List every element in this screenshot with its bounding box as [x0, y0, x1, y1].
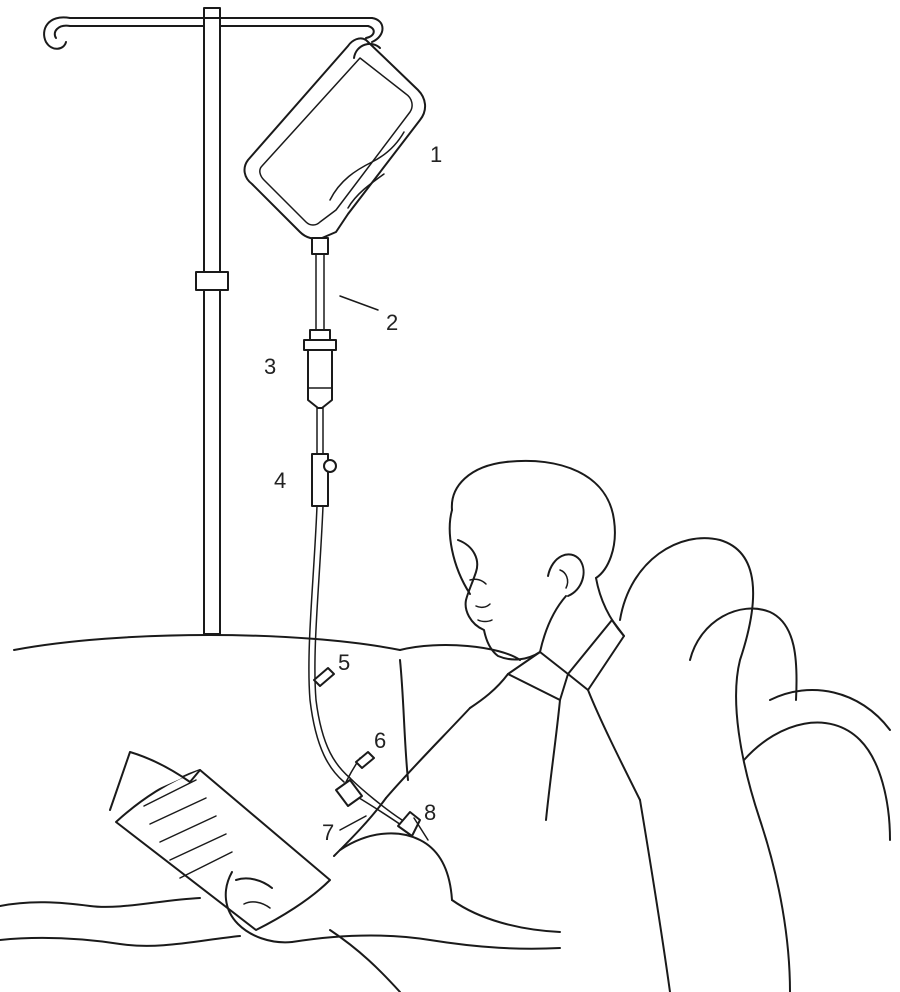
drip-chamber [304, 330, 336, 454]
label-6: 6 [374, 728, 386, 753]
label-4: 4 [274, 468, 286, 493]
roller-clamp [312, 454, 336, 506]
label-5: 5 [338, 650, 350, 675]
label-2: 2 [386, 310, 398, 335]
injection-port-upper [314, 668, 334, 686]
patient [334, 461, 670, 992]
label-8: 8 [424, 800, 436, 825]
iv-bag [245, 38, 426, 254]
iv-tubing-lower [309, 506, 408, 830]
label-1: 1 [430, 142, 442, 167]
leader-2 [340, 296, 378, 310]
label-7: 7 [322, 820, 334, 845]
connector [336, 780, 362, 806]
label-3: 3 [264, 354, 276, 379]
iv-tubing [316, 254, 324, 330]
callout-labels: 1 2 3 4 5 6 7 8 [264, 142, 442, 845]
